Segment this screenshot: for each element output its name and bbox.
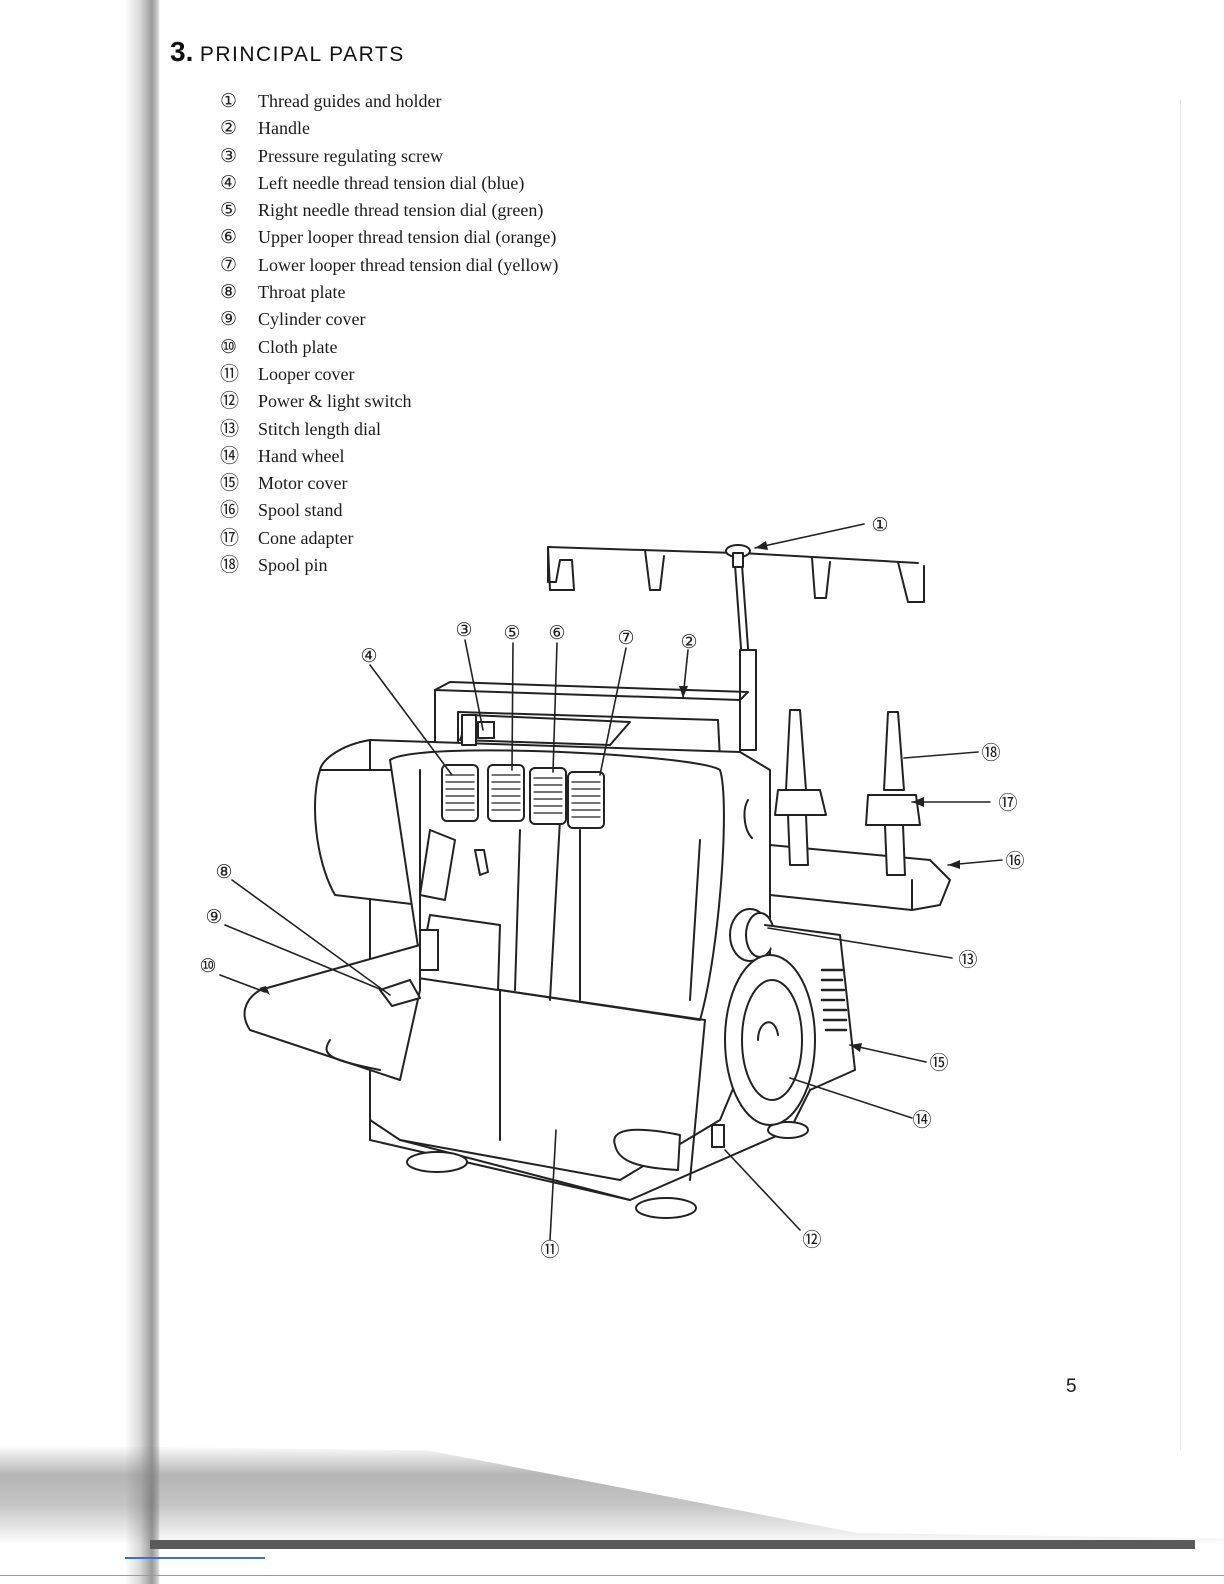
part-marker: ⑯ [220,499,240,522]
callout-5: ⑤ [503,622,520,644]
part-marker: ⑰ [220,526,240,549]
part-label: Right needle thread tension dial (green) [258,200,544,221]
part-label: Thread guides and holder [258,91,442,111]
section-number: 3. [170,36,194,67]
part-label: Stitch length dial [258,418,381,439]
part-marker: ⑦ [220,253,238,276]
part-label: Cone adapter [258,527,354,548]
part-label: Left needle thread tension dial (blue) [258,172,525,193]
part-marker: ② [220,117,238,140]
list-item: ⑤ Right needle thread tension dial (green… [220,197,558,224]
part-marker: ③ [220,144,238,167]
callout-9: ⑨ [205,906,222,928]
list-item: ⑭ Hand wheel [220,443,558,470]
callout-13: ⑬ [958,949,977,971]
part-marker: ⑨ [220,308,238,331]
tension-dials [441,714,631,829]
list-item: ⑦ Lower looper thread tension dial (yello… [220,252,558,279]
part-marker: ⑱ [220,554,240,577]
scan-edge-line [0,1575,1224,1576]
part-marker: ⑭ [220,444,240,467]
spool-stand [769,709,951,911]
part-label: Looper cover [258,363,355,384]
part-marker: ⑧ [220,281,238,304]
part-label: Throat plate [258,282,346,303]
callout-16: ⑯ [1005,850,1024,872]
part-label: Pressure regulating screw [258,145,443,166]
hand-wheel-group [711,908,856,1148]
callout-4: ④ [360,645,377,667]
callout-8: ⑧ [215,861,232,883]
thread-guide-antenna [547,544,925,751]
list-item: ③ Pressure regulating screw [220,143,558,170]
list-item: ② Handle [220,115,558,142]
part-marker: ⑤ [220,199,238,222]
callout-18: ⑱ [981,742,1000,764]
part-marker: ⑮ [220,472,240,495]
list-item: ④ Left needle thread tension dial (blue) [220,170,558,197]
part-marker: ① [220,90,238,112]
callout-1: ① [871,514,888,536]
callout-15: ⑮ [929,1052,948,1074]
list-item: ⑯ Spool stand [220,497,558,524]
callout-11: ⑪ [540,1239,559,1261]
scan-edge-bar [150,1540,1195,1549]
list-item: ⑧ Throat plate [220,279,558,306]
page-edge-right [1180,100,1181,1450]
list-item: ⑰ Cone adapter [220,525,558,552]
list-item: ⑮ Motor cover [220,470,558,497]
part-label: Power & light switch [258,391,412,412]
parts-list: ① Thread guides and holder ② Handle ③ Press… [220,88,558,579]
part-label: Spool pin [258,555,328,576]
part-label: Hand wheel [258,445,345,466]
page-number: 5 [1066,1376,1077,1397]
callout-10: ⑩ [199,955,216,977]
list-item: ⑪ Looper cover [220,361,558,388]
callout-12: ⑫ [802,1229,821,1251]
callout-6: ⑥ [548,622,565,644]
list-item: ① Thread guides and holder [220,88,558,115]
scan-blue-mark [125,1557,265,1559]
callout-arrowheads [259,541,960,1052]
part-label: Cloth plate [258,336,338,357]
callout-7: ⑦ [617,627,634,649]
list-item: ⑥ Upper looper thread tension dial (orang… [220,224,558,251]
callout-14: ⑭ [912,1109,931,1131]
part-label: Handle [258,118,310,139]
needle-area [243,829,501,1081]
part-marker: ⑩ [220,335,238,358]
section-heading: 3. PRINCIPAL PARTS [170,36,405,68]
part-label: Motor cover [258,473,348,494]
part-label: Lower looper thread tension dial (yellow… [258,254,559,275]
callout-2: ② [680,631,697,653]
list-item: ⑨ Cylinder cover [220,306,558,333]
part-marker: ⑥ [220,226,238,249]
part-label: Spool stand [258,500,343,521]
part-label: Upper looper thread tension dial (orange… [258,227,557,248]
part-marker: ④ [220,171,238,194]
part-label: Cylinder cover [258,309,366,330]
part-marker: ⑬ [220,417,240,440]
callout-labels: ① ② ③ ④ ⑤ ⑥ ⑦ ⑧ ⑨ ⑩ ⑪ ⑫ ⑬ ⑭ ⑮ ⑯ ⑰ ⑱ [199,514,1024,1261]
callout-leaders [219,523,1003,1241]
list-item: ⑩ Cloth plate [220,334,558,361]
part-marker: ⑪ [220,362,240,385]
section-title: PRINCIPAL PARTS [199,43,405,66]
list-item: ⑫ Power & light switch [220,388,558,415]
callout-3: ③ [455,619,472,641]
page-shadow-left [0,0,160,1584]
list-item: ⑱ Spool pin [220,552,558,579]
callout-17: ⑰ [998,792,1017,814]
part-marker: ⑫ [220,390,240,413]
list-item: ⑬ Stitch length dial [220,416,558,443]
